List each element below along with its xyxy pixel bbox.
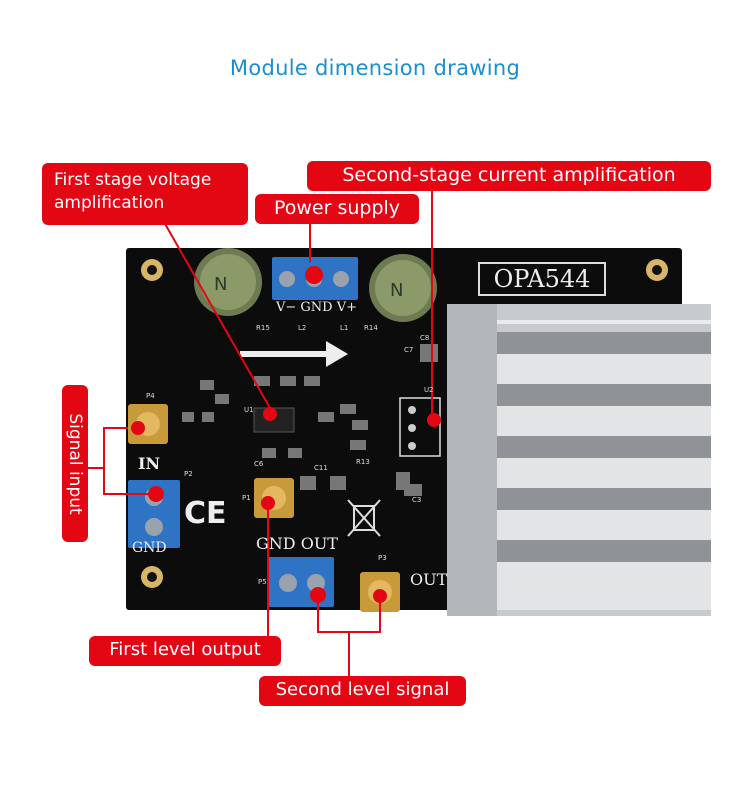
input-terminal-block — [128, 480, 180, 548]
ref-l1: L1 — [340, 324, 349, 332]
sma-connector-p1 — [254, 478, 294, 518]
signal-flow-arrow — [240, 341, 348, 367]
weee-bin-symbol — [347, 499, 381, 537]
ref-r14: R14 — [364, 324, 378, 332]
output-terminal-block — [268, 557, 334, 607]
callout-signal-input: Signal input — [62, 385, 88, 542]
callout-first-stage-line2: amplification — [54, 193, 165, 213]
gnd-label: GND — [132, 540, 167, 556]
callout-first-stage-line1: First stage voltage — [54, 170, 212, 190]
ref-r15: R15 — [256, 324, 270, 332]
ref-u1: U1 — [244, 406, 254, 414]
leader-lines — [88, 190, 433, 680]
electrolytic-capacitor-left: N — [194, 248, 262, 316]
callout-power-supply: Power supply — [255, 194, 419, 224]
svg-text:N: N — [214, 274, 227, 295]
ref-r13: R13 — [356, 458, 370, 466]
ref-c3: C3 — [412, 496, 422, 504]
ref-p4: P4 — [146, 392, 155, 400]
out-label: OUT — [410, 570, 448, 589]
ref-p2: P2 — [184, 470, 193, 478]
sma-connector-p3 — [360, 572, 400, 612]
ref-l2: L2 — [298, 324, 307, 332]
page-title: Module dimension drawing — [229, 56, 521, 80]
electrolytic-capacitor-right: N — [369, 254, 437, 322]
in-label: IN — [138, 454, 161, 473]
power-pin-labels: V− GND V+ — [276, 300, 358, 315]
op-amp-chip-u1 — [253, 407, 295, 433]
heat-sink — [447, 304, 711, 616]
ref-c8: C8 — [420, 334, 430, 342]
ref-p5: P5 — [258, 578, 267, 586]
callout-second-stage: Second-stage current amplification — [307, 161, 711, 191]
mounting-hole — [141, 259, 163, 281]
callout-signal-input-text: Signal input — [65, 412, 85, 515]
ref-p1: P1 — [242, 494, 251, 502]
mounting-hole — [646, 259, 668, 281]
callout-second-level-signal: Second level signal — [259, 676, 466, 706]
gnd-out-label: GND OUT — [256, 534, 338, 553]
power-terminal-block — [272, 257, 358, 300]
svg-text:N: N — [390, 280, 403, 301]
callout-first-level-output: First level output — [89, 636, 281, 666]
ref-c6: C6 — [254, 460, 264, 468]
ref-c7: C7 — [404, 346, 414, 354]
power-transistor-u2 — [399, 397, 441, 457]
chip-label-box: OPA544 — [478, 262, 606, 296]
ce-mark: CE — [184, 496, 227, 531]
mounting-hole — [141, 566, 163, 588]
callout-first-stage: First stage voltage amplification — [42, 163, 248, 225]
ref-p3: P3 — [378, 554, 387, 562]
ref-u2: U2 — [424, 386, 434, 394]
smd-components — [182, 344, 438, 496]
sma-connector-p4 — [128, 404, 168, 444]
ref-c11: C11 — [314, 464, 328, 472]
